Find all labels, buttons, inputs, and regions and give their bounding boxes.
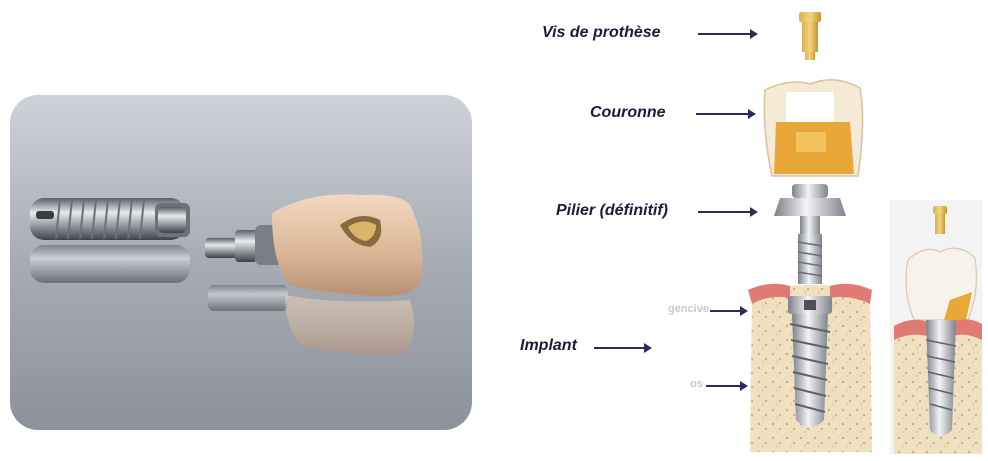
bone-arrow — [706, 381, 748, 391]
assembled-view — [890, 200, 982, 454]
abutment-arrow — [698, 207, 758, 217]
implant-reflection — [30, 245, 190, 283]
prosthesis-screw — [799, 12, 821, 60]
implant-screw-body — [30, 198, 190, 240]
crown-label: Couronne — [590, 104, 666, 121]
screw-arrow — [698, 29, 758, 39]
bone-label: os — [690, 378, 703, 390]
implant-photo — [10, 95, 472, 430]
implant-arrow — [594, 343, 652, 353]
gum-label: gencive — [668, 303, 709, 315]
implant-fixture — [788, 296, 832, 427]
crown-reflection — [285, 295, 414, 356]
crown — [763, 79, 864, 177]
screw-label: Vis de prothèse — [542, 24, 661, 41]
abutment-label: Pilier (définitif) — [556, 202, 668, 219]
implant-photo-illustration — [10, 95, 472, 430]
crown-arrow — [696, 109, 756, 119]
gum-arrow — [710, 306, 748, 316]
implant-label: Implant — [520, 337, 577, 354]
crown-part — [272, 194, 423, 297]
abutment-reflection — [208, 285, 288, 311]
abutment — [774, 184, 846, 284]
